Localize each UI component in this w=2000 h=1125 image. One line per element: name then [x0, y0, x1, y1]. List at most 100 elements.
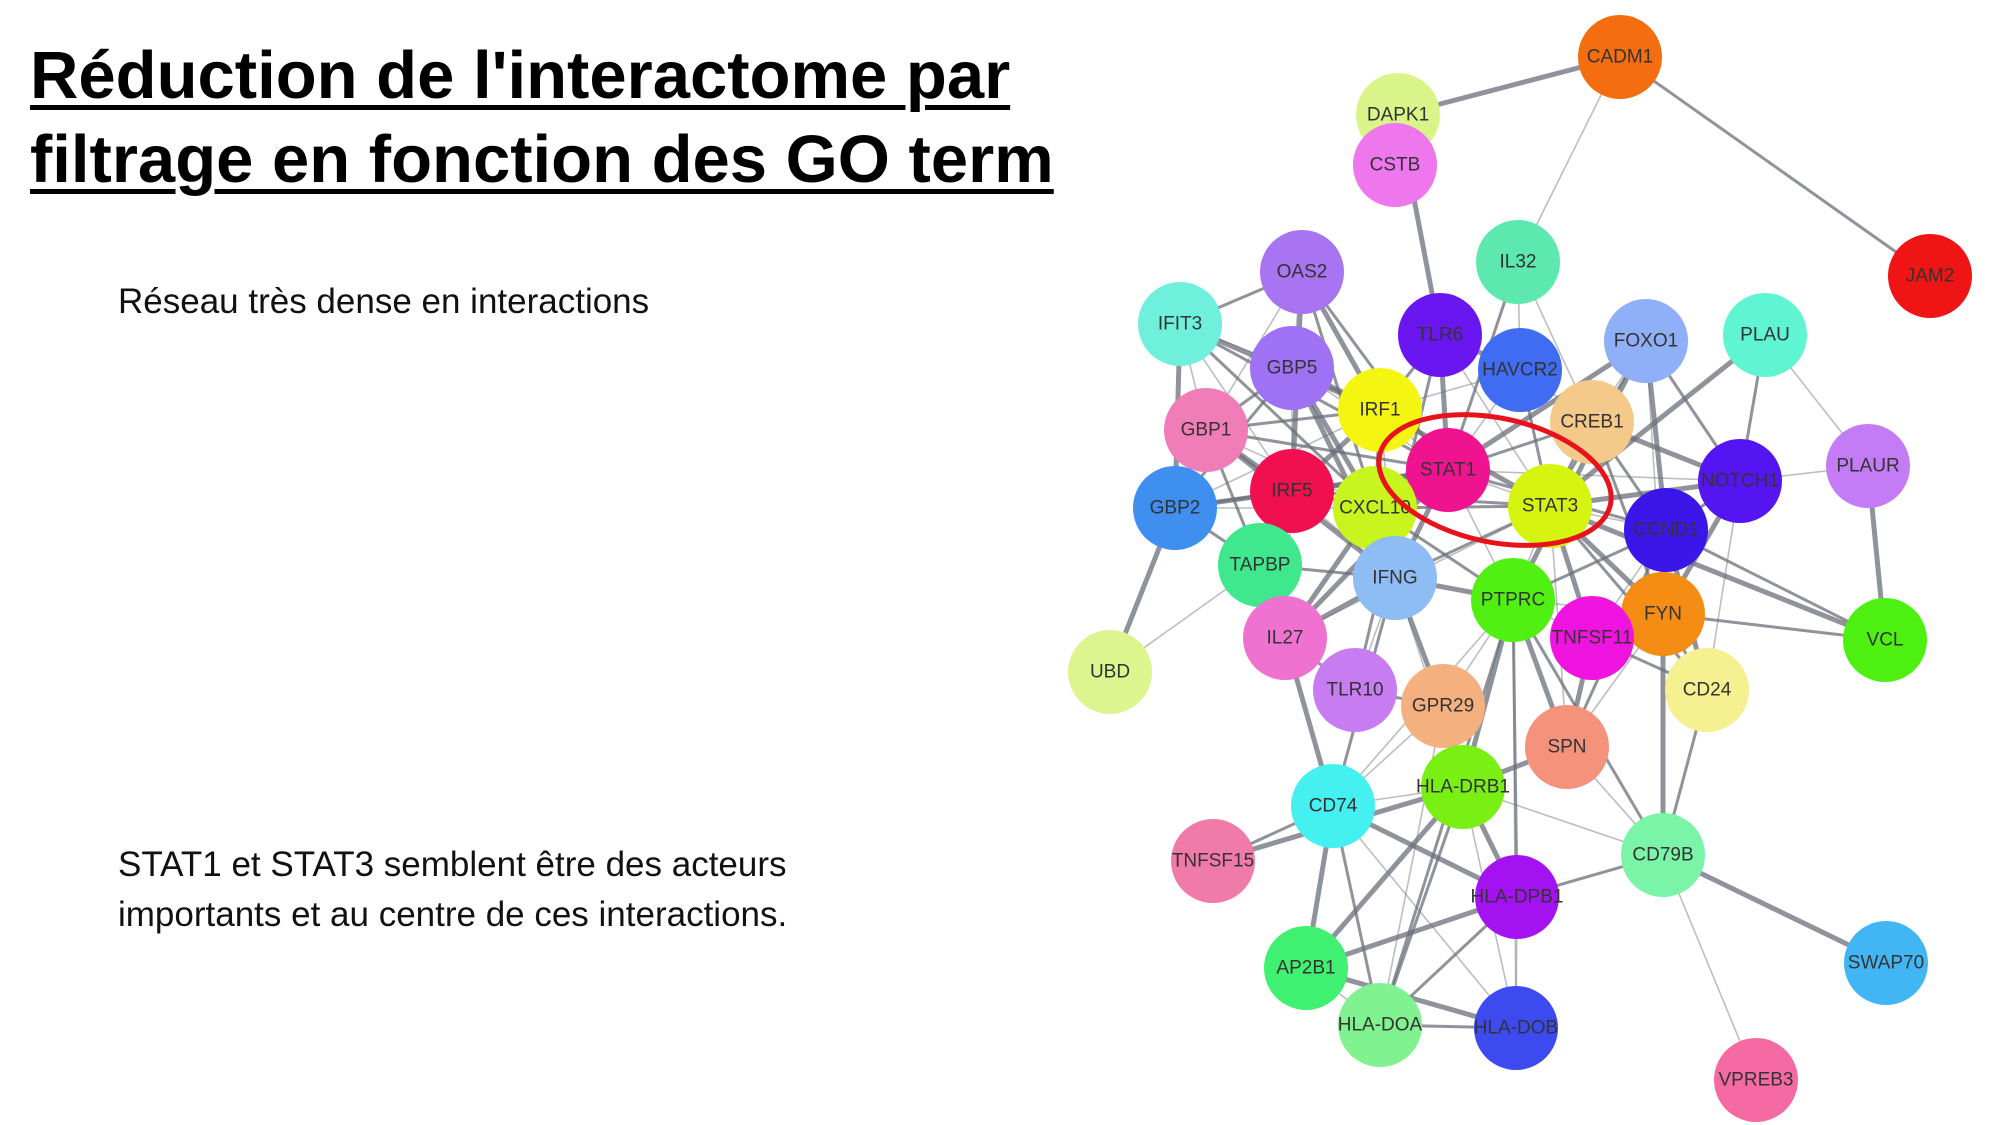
node-circle-ptprc [1471, 558, 1555, 642]
node-label-tnfsf11: TNFSF11 [1552, 628, 1633, 649]
node-gbp2[interactable]: GBP2 [1133, 466, 1217, 550]
node-label-cstb: CSTB [1370, 155, 1421, 176]
node-label-stat3: STAT3 [1522, 496, 1578, 517]
node-circle-havcr2 [1478, 328, 1562, 412]
node-circle-ccnd1 [1624, 488, 1708, 572]
slide-title: Réduction de l'interactome par filtrage … [30, 34, 1110, 202]
node-gpr29[interactable]: GPR29 [1401, 664, 1485, 748]
node-ifng[interactable]: IFNG [1353, 536, 1437, 620]
network-density-text: Réseau très dense en interactions [118, 282, 650, 321]
node-circle-il27 [1243, 596, 1327, 680]
node-stat3[interactable]: STAT3 [1508, 464, 1592, 548]
node-circle-tnfsf11 [1550, 596, 1634, 680]
node-tnfsf15[interactable]: TNFSF15 [1171, 819, 1255, 903]
node-tapbp[interactable]: TAPBP [1218, 523, 1302, 607]
node-circle-tlr6 [1398, 293, 1482, 377]
node-cd79b[interactable]: CD79B [1621, 813, 1705, 897]
node-label-hla-drb1: HLA-DRB1 [1416, 777, 1510, 798]
node-il32[interactable]: IL32 [1476, 220, 1560, 304]
node-fyn[interactable]: FYN [1621, 572, 1705, 656]
edge-cd74-hla-dob [1332, 805, 1517, 1029]
node-circle-oas2 [1260, 230, 1344, 314]
node-vcl[interactable]: VCL [1843, 598, 1927, 682]
node-circle-hla-doa [1338, 983, 1422, 1067]
node-circle-tnfsf15 [1171, 819, 1255, 903]
node-circle-tapbp [1218, 523, 1302, 607]
node-creb1[interactable]: CREB1 [1550, 380, 1634, 464]
node-cstb[interactable]: CSTB [1353, 123, 1437, 207]
node-circle-ifng [1353, 536, 1437, 620]
node-il27[interactable]: IL27 [1243, 596, 1327, 680]
node-irf1[interactable]: IRF1 [1338, 368, 1422, 452]
node-ubd[interactable]: UBD [1068, 630, 1152, 714]
node-circle-cadm1 [1578, 15, 1662, 99]
edge-ifit3-cxcl10 [1178, 322, 1377, 510]
node-circle-notch1 [1698, 439, 1782, 523]
node-label-cd24: CD24 [1683, 680, 1732, 701]
node-circle-gpr29 [1401, 664, 1485, 748]
node-label-vpreb3: VPREB3 [1719, 1070, 1794, 1091]
node-label-ifng: IFNG [1372, 568, 1417, 589]
node-circle-tlr10 [1313, 648, 1397, 732]
node-gbp5[interactable]: GBP5 [1250, 326, 1334, 410]
node-foxo1[interactable]: FOXO1 [1604, 299, 1688, 383]
node-label-notch1: NOTCH1 [1701, 471, 1779, 492]
slide-title-line-2: filtrage en fonction des GO term [30, 122, 1054, 197]
node-label-tlr10: TLR10 [1326, 680, 1383, 701]
node-notch1[interactable]: NOTCH1 [1698, 439, 1782, 523]
stat-conclusion-line-1: STAT1 et STAT3 semblent être des acteurs [118, 845, 787, 884]
node-swap70[interactable]: SWAP70 [1844, 921, 1928, 1005]
edge-foxo1-ptprc [1510, 339, 1649, 602]
node-label-stat1: STAT1 [1420, 460, 1476, 481]
node-plaur[interactable]: PLAUR [1826, 424, 1910, 508]
node-cd74[interactable]: CD74 [1291, 764, 1375, 848]
node-tlr6[interactable]: TLR6 [1398, 293, 1482, 377]
node-hla-drb1[interactable]: HLA-DRB1 [1416, 745, 1510, 829]
node-circle-gbp2 [1133, 466, 1217, 550]
node-circle-fyn [1621, 572, 1705, 656]
node-havcr2[interactable]: HAVCR2 [1478, 328, 1562, 412]
node-label-tlr6: TLR6 [1417, 325, 1463, 346]
node-label-swap70: SWAP70 [1848, 953, 1924, 974]
node-circle-cd79b [1621, 813, 1705, 897]
node-hla-dob[interactable]: HLA-DOB [1474, 986, 1558, 1070]
node-stat1[interactable]: STAT1 [1406, 428, 1490, 512]
node-label-fyn: FYN [1644, 604, 1682, 625]
node-label-ccnd1: CCND1 [1633, 520, 1698, 541]
node-cd24[interactable]: CD24 [1665, 648, 1749, 732]
node-spn[interactable]: SPN [1525, 705, 1609, 789]
node-cadm1[interactable]: CADM1 [1578, 15, 1662, 99]
node-hla-doa[interactable]: HLA-DOA [1338, 983, 1423, 1067]
node-tlr10[interactable]: TLR10 [1313, 648, 1397, 732]
node-label-ptprc: PTPRC [1481, 590, 1545, 611]
node-vpreb3[interactable]: VPREB3 [1714, 1038, 1798, 1122]
slide-title-line-1: Réduction de l'interactome par [30, 38, 1011, 113]
node-label-ap2b1: AP2B1 [1276, 958, 1335, 979]
edge-ptprc-hla-dpb1 [1511, 599, 1519, 898]
node-circle-swap70 [1844, 921, 1928, 1005]
node-irf5[interactable]: IRF5 [1250, 449, 1334, 533]
node-circle-ifit3 [1138, 282, 1222, 366]
stat-conclusion-line-2: importants et au centre de ces interacti… [118, 895, 788, 934]
node-ccnd1[interactable]: CCND1 [1624, 488, 1708, 572]
node-circle-vcl [1843, 598, 1927, 682]
node-circle-spn [1525, 705, 1609, 789]
node-tnfsf11[interactable]: TNFSF11 [1550, 596, 1634, 680]
node-circle-hla-dob [1474, 986, 1558, 1070]
node-label-irf5: IRF5 [1271, 481, 1312, 502]
node-circle-vpreb3 [1714, 1038, 1798, 1122]
node-jam2[interactable]: JAM2 [1888, 234, 1972, 318]
node-hla-dpb1[interactable]: HLA-DPB1 [1471, 855, 1564, 939]
node-label-plau: PLAU [1740, 325, 1790, 346]
node-ifit3[interactable]: IFIT3 [1138, 282, 1222, 366]
node-gbp1[interactable]: GBP1 [1164, 388, 1248, 472]
node-label-irf1: IRF1 [1359, 400, 1400, 421]
node-plau[interactable]: PLAU [1723, 293, 1807, 377]
node-ptprc[interactable]: PTPRC [1471, 558, 1555, 642]
node-label-oas2: OAS2 [1277, 262, 1328, 283]
node-ap2b1[interactable]: AP2B1 [1264, 926, 1348, 1010]
node-cxcl10[interactable]: CXCL10 [1333, 466, 1417, 550]
node-oas2[interactable]: OAS2 [1260, 230, 1344, 314]
node-label-gpr29: GPR29 [1412, 696, 1474, 717]
